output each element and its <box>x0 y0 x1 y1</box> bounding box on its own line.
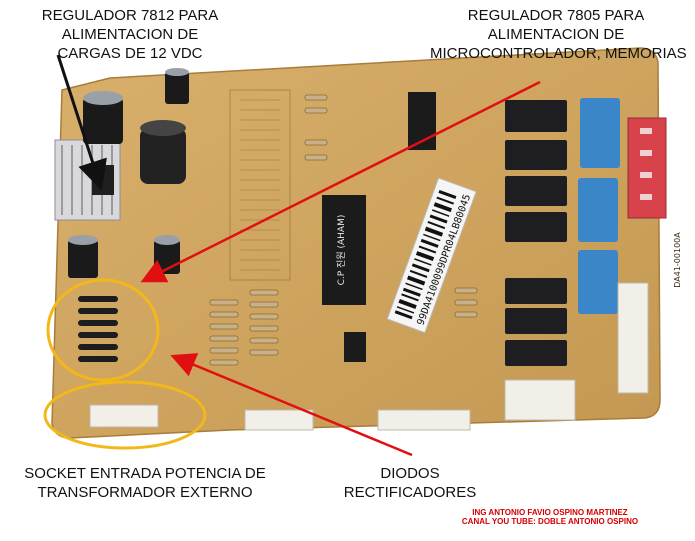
label-regulador-7812: REGULADOR 7812 PARA ALIMENTACION DE CARG… <box>41 7 219 62</box>
diodes-highlight-circle <box>46 278 160 382</box>
part-number: DA41-00100A <box>673 232 682 288</box>
author-credit: ING ANTONIO FAVIO OSPINO MARTINEZ CANAL … <box>461 508 639 526</box>
silkscreen-area <box>229 89 291 281</box>
label-socket-entrada: SOCKET ENTRADA POTENCIA DE TRANSFORMADOR… <box>24 465 266 501</box>
capacitors-blue <box>578 98 620 314</box>
heatsink-7812 <box>54 139 121 221</box>
connectors-white <box>89 282 649 431</box>
small-ic <box>344 332 366 362</box>
microcontroller-ic: C.P 진원 (AHAM) <box>322 195 366 305</box>
label-regulador-7805: REGULADOR 7805 PARA ALIMENTACION DE MICR… <box>430 7 687 62</box>
label-diodos-rectificadores: DIODOS RECTIFICADORES <box>343 465 477 501</box>
relays <box>505 100 567 366</box>
resistors <box>209 94 478 366</box>
socket-highlight-circle <box>43 380 207 450</box>
arrow-7812 <box>56 54 107 191</box>
capacitors-electrolytic <box>68 68 189 278</box>
arrow-diodos <box>170 353 413 457</box>
arrow-7805 <box>140 80 541 283</box>
connector-red <box>627 117 667 219</box>
ic-label: C.P 진원 (AHAM) <box>336 215 347 286</box>
rectifier-diodes <box>78 296 118 362</box>
